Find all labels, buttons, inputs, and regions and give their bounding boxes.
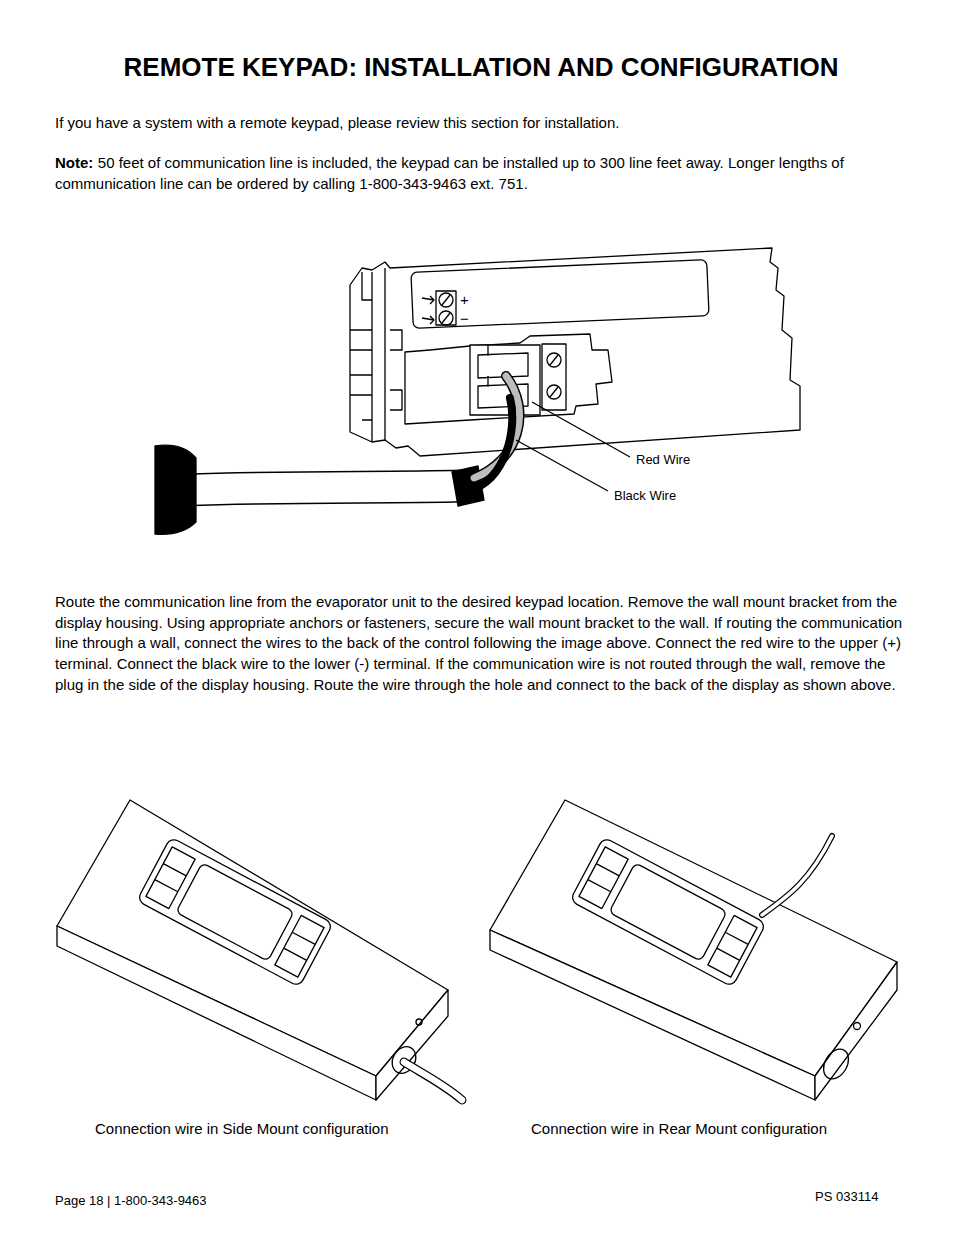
grommet — [818, 1045, 853, 1084]
display-back — [350, 248, 800, 456]
rear-wire — [762, 836, 832, 915]
terminal-arrow — [422, 296, 434, 324]
screw-slot — [442, 295, 450, 323]
screw-hole — [416, 1019, 422, 1025]
figure-caption: Connection wire in Rear Mount configurat… — [531, 1119, 827, 1140]
keypad — [570, 837, 766, 987]
side-mount-housing — [57, 800, 462, 1100]
wire-black — [470, 398, 512, 490]
housing-slots — [350, 330, 402, 410]
rear-wire-fill — [762, 836, 832, 915]
connector-side — [542, 344, 566, 410]
label-plate — [411, 260, 709, 329]
housing-end — [815, 962, 897, 1100]
cable-jacket-outline — [185, 486, 462, 490]
housing-outline — [350, 248, 800, 456]
leader-lines — [516, 402, 630, 491]
page-title: REMOTE KEYPAD: INSTALLATION AND CONFIGUR… — [4, 50, 954, 86]
note-paragraph: Note:50 feet of communication line is in… — [55, 153, 905, 194]
page-footer: Page 18 | 1-800-343-9463 — [55, 1192, 207, 1210]
cable-end-cap — [155, 445, 196, 534]
instructions-text: Route the communication line from the ev… — [55, 592, 905, 695]
terminal — [436, 291, 456, 325]
housing-front — [57, 926, 376, 1100]
plus-sign: + — [460, 290, 469, 311]
note-label: Note: — [55, 154, 93, 171]
keypad-buttons — [579, 847, 757, 977]
leader-line — [516, 440, 608, 491]
keypad-screen — [176, 863, 294, 961]
document-code: PS 033114 — [815, 1188, 878, 1206]
rear-mount-housing — [490, 800, 897, 1100]
note-text: 50 feet of communication line is include… — [55, 154, 844, 192]
black-wire-label: Black Wire — [614, 487, 676, 505]
minus-sign: − — [460, 309, 469, 330]
keypad-bezel — [137, 837, 333, 987]
keypad-bezel — [570, 837, 766, 987]
housing-front — [490, 930, 815, 1100]
keypad — [137, 837, 333, 987]
cable-jacket — [185, 486, 462, 490]
cable — [155, 376, 520, 534]
housing-inner-edge — [362, 268, 385, 442]
screw-slot — [550, 355, 558, 397]
figure-caption: Connection wire in Side Mount configurat… — [95, 1119, 389, 1140]
side-wire-fill — [404, 1062, 462, 1100]
intro-text: If you have a system with a remote keypa… — [55, 113, 915, 134]
screw-hole — [854, 1023, 861, 1030]
leader-line — [532, 402, 630, 457]
side-wire — [404, 1062, 462, 1100]
keypad-buttons — [146, 847, 324, 977]
red-wire-label: Red Wire — [636, 451, 690, 469]
keypad-screen — [609, 863, 727, 961]
